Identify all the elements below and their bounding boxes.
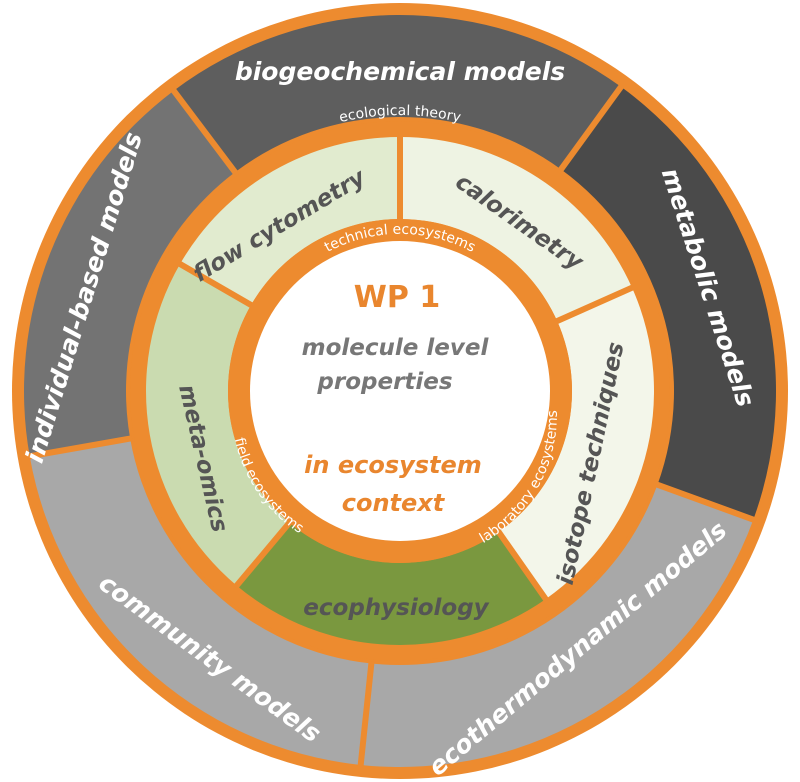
- center-line-4: context: [342, 489, 446, 517]
- label-biogeochemical-models: biogeochemical models: [235, 57, 565, 86]
- middle-separator-0: [176, 260, 255, 309]
- outer-separator-0: [170, 87, 239, 176]
- outer-separator-3: [357, 661, 375, 768]
- middle-segment-3: [236, 522, 546, 645]
- middle-separator-4: [233, 519, 294, 590]
- center-title: WP 1: [354, 280, 440, 315]
- center-disc: [250, 241, 550, 541]
- middle-segment-0: [180, 137, 400, 305]
- outer-separators: [27, 83, 757, 768]
- center-line-3: in ecosystem: [304, 451, 482, 479]
- outer-separator-2: [654, 481, 757, 524]
- middle-segment-1: [400, 137, 633, 322]
- outer-segment-4: [23, 90, 236, 457]
- label-ecophysiology: ecophysiology: [303, 595, 489, 621]
- outer-separator-1: [557, 83, 625, 173]
- outer-separator-4: [27, 435, 133, 460]
- outer-segment-3: [29, 438, 372, 765]
- middle-separators: [176, 135, 636, 603]
- center-line-1: molecule level: [302, 335, 490, 361]
- outer-segment-2: [360, 484, 754, 767]
- middle-separator-2: [554, 284, 636, 325]
- outer-segment-0: [173, 14, 622, 173]
- middle-ring: [145, 137, 654, 645]
- middle-segment-4: [145, 264, 290, 586]
- label-ecological-theory: ecological theory: [338, 103, 463, 126]
- center-line-2: properties: [316, 369, 452, 395]
- middle-separator-3: [495, 528, 550, 603]
- middle-segment-2: [498, 287, 654, 600]
- outer-segment-1: [561, 86, 776, 520]
- outer-ring: [23, 14, 776, 767]
